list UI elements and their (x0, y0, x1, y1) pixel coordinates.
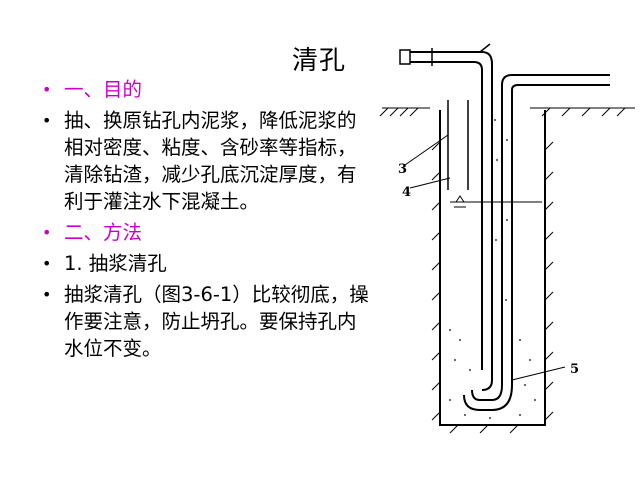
label-4: 4 (402, 185, 411, 200)
bullet-dot-icon: • (42, 254, 52, 273)
top-inlet (399, 43, 491, 66)
sediment (449, 119, 536, 419)
bullet-dot-icon: • (42, 80, 52, 99)
bullet-method-item: • 1. 抽浆清孔 (40, 250, 370, 277)
bullet-method-body: • 抽浆清孔（图3-6-1）比较彻底，操作要注意，防止坍孔。要保持孔内水位不变。 (40, 281, 370, 362)
suction-pipe (410, 51, 610, 411)
water-level (450, 195, 542, 208)
bullet-purpose-body: • 抽、换原钻孔内泥浆，降低泥浆的相对密度、粘度、含砂率等指标，清除钻渣，减少孔… (40, 107, 370, 215)
bullet-text: 二、方法 (64, 221, 143, 244)
borehole-walls (439, 110, 546, 426)
casing (447, 100, 469, 190)
leader-lines (404, 134, 566, 381)
bullet-text: 1. 抽浆清孔 (64, 252, 167, 275)
bullet-dot-icon: • (42, 223, 52, 242)
bullet-list: • 一、目的 • 抽、换原钻孔内泥浆，降低泥浆的相对密度、粘度、含砂率等指标，清… (40, 76, 370, 366)
bullet-method-heading: • 二、方法 (40, 219, 370, 246)
bullet-dot-icon: • (42, 285, 52, 304)
wall-hatching (431, 141, 554, 434)
slide-title: 清孔 (292, 46, 347, 76)
bullet-text: 抽、换原钻孔内泥浆，降低泥浆的相对密度、粘度、含砂率等指标，清除钻渣，减少孔底沉… (64, 109, 357, 213)
bullet-purpose-heading: • 一、目的 (40, 76, 370, 103)
bullet-text: 一、目的 (64, 78, 143, 101)
borehole-cleaning-diagram: 3 4 5 (379, 43, 635, 434)
bullet-text: 抽浆清孔（图3-6-1）比较彻底，操作要注意，防止坍孔。要保持孔内水位不变。 (64, 283, 369, 360)
label-5: 5 (570, 362, 579, 377)
label-3: 3 (398, 162, 407, 177)
bullet-dot-icon: • (42, 111, 52, 130)
ground-hatching (379, 107, 635, 117)
